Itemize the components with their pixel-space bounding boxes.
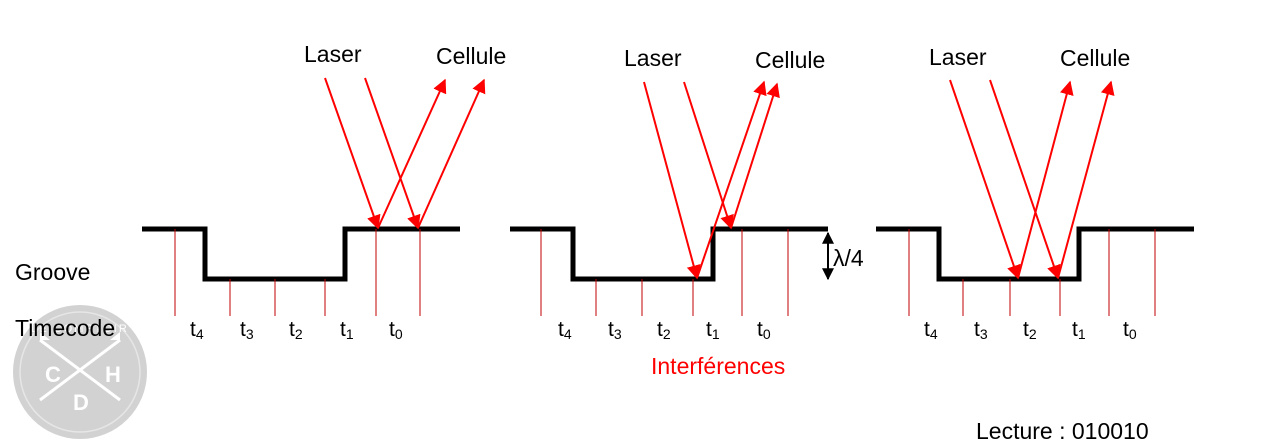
svg-text:t0: t0 — [1123, 318, 1137, 342]
svg-text:t4: t4 — [558, 318, 572, 342]
tick-lines-1 — [174, 229, 421, 316]
svg-text:t0: t0 — [757, 318, 771, 342]
svg-text:t1: t1 — [706, 318, 720, 342]
lambda-marker: λ/4 — [822, 231, 864, 281]
svg-text:t0: t0 — [389, 318, 403, 342]
svg-text:t2: t2 — [1023, 318, 1037, 342]
svg-text:t1: t1 — [340, 318, 354, 342]
logo-text: LE COMPTOIR — [31, 323, 129, 335]
laser-label-2: Laser — [624, 45, 682, 71]
cellule-label-2: Cellule — [755, 47, 825, 73]
beams-3 — [949, 79, 1115, 280]
groove-profile-1 — [142, 226, 460, 282]
tick-lines-3 — [908, 229, 1156, 316]
comptoir-hardware-logo: C H D LE COMPTOIR — [13, 305, 147, 439]
laser-label-3: Laser — [929, 44, 987, 70]
svg-text:t2: t2 — [289, 318, 303, 342]
time-ticks-2: t4 t3 t2 t1 t0 — [558, 318, 771, 342]
svg-text:t3: t3 — [608, 318, 622, 342]
time-ticks-1: t4 t3 t2 t1 t0 — [190, 318, 403, 342]
timecode-label: Timecode — [15, 315, 115, 341]
panel-2: Laser Cellule λ/4 t4 t3 t2 t1 t0 Interfé… — [510, 45, 864, 379]
beams-1 — [324, 77, 486, 230]
groove-profile-2 — [510, 226, 828, 282]
panel-1: Laser Cellule t4 t3 t2 t1 t0 — [142, 41, 506, 342]
time-ticks-3: t4 t3 t2 t1 t0 — [924, 318, 1137, 342]
svg-text:t3: t3 — [240, 318, 254, 342]
tick-lines-2 — [540, 229, 789, 316]
svg-text:t3: t3 — [974, 318, 988, 342]
interferences-label: Interférences — [651, 353, 785, 379]
cellule-label-3: Cellule — [1060, 45, 1130, 71]
cellule-label-1: Cellule — [436, 43, 506, 69]
svg-text:t4: t4 — [190, 318, 204, 342]
lambda-label: λ/4 — [833, 245, 864, 271]
logo-letter-h: H — [105, 362, 121, 387]
beams-2 — [643, 80, 780, 280]
lecture-label: Lecture : 010010 — [976, 418, 1149, 444]
groove-label: Groove — [15, 259, 90, 285]
logo-letter-c: C — [45, 362, 61, 387]
svg-text:t4: t4 — [924, 318, 938, 342]
svg-text:t2: t2 — [657, 318, 671, 342]
logo-letter-d: D — [73, 390, 89, 415]
svg-text:t1: t1 — [1072, 318, 1086, 342]
laser-label-1: Laser — [304, 41, 362, 67]
panel-3: Laser Cellule t4 t3 t2 t1 t0 — [876, 44, 1194, 342]
groove-profile-3 — [876, 226, 1194, 282]
